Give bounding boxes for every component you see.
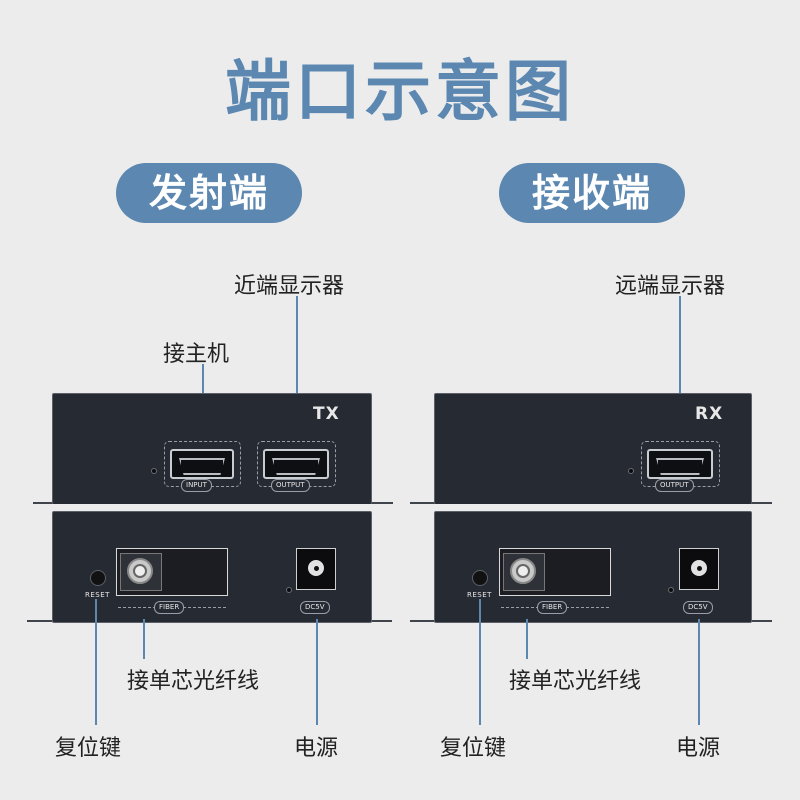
tx-pill: 发射端 bbox=[116, 163, 302, 223]
rx-fiber-leader-line bbox=[526, 619, 528, 659]
dc-pin-icon bbox=[314, 566, 319, 571]
hdmi-connector-icon bbox=[179, 458, 225, 475]
rx-power-label: 电源 bbox=[676, 736, 721, 761]
tx-indicator-led bbox=[151, 468, 157, 474]
rx-reset-leader-line bbox=[479, 599, 481, 725]
rx-dc-tag: DC5V bbox=[683, 601, 713, 614]
tx-fiber-leader-line bbox=[143, 619, 145, 659]
rx-front-panel bbox=[434, 393, 752, 504]
rx-hdmi-output-port bbox=[647, 449, 713, 479]
rx-indicator-led bbox=[628, 468, 634, 474]
rx-far-display-label: 远端显示器 bbox=[615, 274, 726, 299]
tx-output-leader-line bbox=[296, 296, 298, 440]
tx-power-label: 电源 bbox=[294, 736, 339, 761]
tx-hdmi-output-port bbox=[263, 449, 329, 479]
tx-hdmi-input-port bbox=[170, 449, 234, 479]
tx-front-panel bbox=[52, 393, 372, 504]
rx-output-tag: OUTPUT bbox=[655, 479, 694, 492]
rx-fiber-label: 接单芯光纤线 bbox=[509, 669, 642, 694]
tx-fiber-tag: FIBER bbox=[154, 601, 185, 614]
page-title: 端口示意图 bbox=[225, 53, 575, 130]
fiber-ring-icon bbox=[127, 558, 153, 584]
hdmi-connector-icon bbox=[272, 458, 320, 475]
dc-pin-icon bbox=[697, 566, 702, 571]
tx-reset-button bbox=[90, 570, 106, 586]
rx-fiber-tag: FIBER bbox=[537, 601, 568, 614]
rx-brand: RX bbox=[695, 404, 724, 424]
rx-output-leader-line bbox=[679, 296, 681, 440]
rx-pill: 接收端 bbox=[499, 163, 685, 223]
fiber-core-icon bbox=[516, 564, 530, 578]
rx-power-led bbox=[668, 587, 674, 593]
tx-dc-tag: DC5V bbox=[300, 601, 330, 614]
tx-reset-tag: RESET bbox=[85, 591, 110, 599]
fiber-core-icon bbox=[133, 564, 147, 578]
hdmi-connector-icon bbox=[656, 458, 704, 475]
tx-output-tag: OUTPUT bbox=[271, 479, 310, 492]
tx-power-led bbox=[286, 587, 292, 593]
tx-input-tag: INPUT bbox=[181, 479, 212, 492]
tx-brand: TX bbox=[313, 404, 340, 424]
tx-power-leader-line bbox=[316, 619, 318, 725]
rx-power-leader-line bbox=[698, 619, 700, 725]
rx-reset-label: 复位键 bbox=[440, 736, 507, 761]
tx-reset-label: 复位键 bbox=[55, 736, 122, 761]
rx-reset-button bbox=[472, 570, 488, 586]
tx-host-label: 接主机 bbox=[163, 342, 230, 367]
tx-reset-leader-line bbox=[95, 599, 97, 725]
tx-fiber-label: 接单芯光纤线 bbox=[127, 669, 260, 694]
rx-reset-tag: RESET bbox=[467, 591, 492, 599]
tx-near-display-label: 近端显示器 bbox=[234, 274, 345, 299]
